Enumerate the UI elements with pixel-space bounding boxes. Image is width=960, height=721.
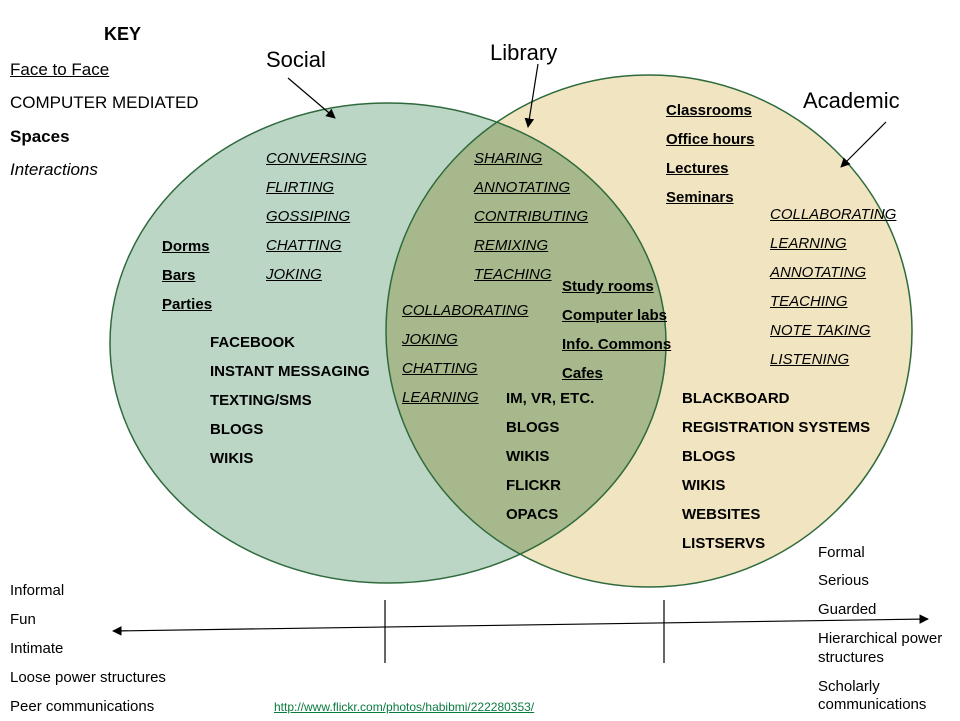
library-interaction-item: TEACHING xyxy=(474,266,552,283)
library-title: Library xyxy=(490,40,558,65)
library-interaction-item: LEARNING xyxy=(402,389,479,406)
library-space-item: Cafes xyxy=(562,365,603,382)
scale-left-item: Informal xyxy=(10,582,65,599)
social-interaction-item: CONVERSING xyxy=(266,150,367,167)
academic-interaction-item: NOTE TAKING xyxy=(770,322,871,339)
academic-interaction-item: COLLABORATING xyxy=(770,206,897,223)
academic-mediated-item: WEBSITES xyxy=(682,506,761,523)
academic-mediated-item: WIKIS xyxy=(682,477,726,494)
key-interactions: Interactions xyxy=(10,160,98,179)
social-space-item: Bars xyxy=(162,267,196,284)
scale-right-item-cont: communications xyxy=(818,696,927,713)
scale-right-item: Scholarly xyxy=(818,678,880,695)
library-interaction-item: ANNOTATING xyxy=(474,179,571,196)
scale-right-item: Guarded xyxy=(818,601,877,618)
social-arrow xyxy=(287,77,336,119)
library-space-item: Info. Commons xyxy=(562,336,672,353)
social-circle-outline xyxy=(109,102,667,584)
library-mediated-item: OPACS xyxy=(506,506,559,523)
key-face-to-face: Face to Face xyxy=(10,60,110,79)
academic-mediated-item: BLOGS xyxy=(682,448,736,465)
academic-mediated-item: BLACKBOARD xyxy=(682,390,790,407)
library-interaction-item: COLLABORATING xyxy=(402,302,529,319)
academic-interaction-item: TEACHING xyxy=(770,293,848,310)
social-interaction-item: JOKING xyxy=(266,266,322,283)
scale-right-item: Serious xyxy=(818,572,869,589)
social-interactions: CONVERSING FLIRTING GOSSIPING CHATTING J… xyxy=(266,144,367,289)
scale-left-item: Intimate xyxy=(10,640,64,657)
scale-right-item: Hierarchical power xyxy=(818,630,943,647)
social-mediated-item: INSTANT MESSAGING xyxy=(210,363,370,380)
academic-interaction-item: LEARNING xyxy=(770,235,847,252)
social-mediated: FACEBOOK INSTANT MESSAGING TEXTING/SMS B… xyxy=(210,328,370,473)
academic-interaction-item: LISTENING xyxy=(770,351,850,368)
social-interaction-item: CHATTING xyxy=(266,237,342,254)
library-interaction-item: REMIXING xyxy=(474,237,549,254)
library-interactions-top: SHARING ANNOTATING CONTRIBUTING REMIXING… xyxy=(474,144,588,289)
library-space-item: Computer labs xyxy=(562,307,668,324)
key-spaces: Spaces xyxy=(10,127,70,146)
scale-left-item: Loose power structures xyxy=(10,669,166,686)
academic-space-item: Classrooms xyxy=(666,102,752,119)
academic-mediated: BLACKBOARD REGISTRATION SYSTEMS BLOGS WI… xyxy=(682,384,870,558)
library-interaction-item: CONTRIBUTING xyxy=(474,208,589,225)
academic-mediated-item: LISTSERVS xyxy=(682,535,766,552)
academic-space-item: Office hours xyxy=(666,131,755,148)
academic-interactions: COLLABORATING LEARNING ANNOTATING TEACHI… xyxy=(770,200,896,374)
scale-right-item-cont: structures xyxy=(818,649,884,666)
library-mediated: IM, VR, ETC. BLOGS WIKIS FLICKR OPACS xyxy=(506,384,594,529)
library-mediated-item: BLOGS xyxy=(506,419,560,436)
social-spaces: Dorms Bars Parties xyxy=(162,232,212,319)
social-title: Social xyxy=(266,47,326,72)
scale-right-item: Formal xyxy=(818,544,865,561)
academic-spaces: Classrooms Office hours Lectures Seminar… xyxy=(666,96,754,212)
library-arrow xyxy=(524,63,539,128)
library-spaces: Study rooms Computer labs Info. Commons … xyxy=(562,272,671,388)
social-interaction-item: GOSSIPING xyxy=(266,208,351,225)
academic-space-item: Lectures xyxy=(666,160,729,177)
social-mediated-item: FACEBOOK xyxy=(210,334,296,351)
library-mediated-item: FLICKR xyxy=(506,477,561,494)
source-link[interactable]: http://www.flickr.com/photos/habibmi/222… xyxy=(274,700,535,714)
library-interaction-item: JOKING xyxy=(402,331,458,348)
academic-title: Academic xyxy=(803,88,900,113)
social-mediated-item: BLOGS xyxy=(210,421,264,438)
library-interactions-left: COLLABORATING JOKING CHATTING LEARNING xyxy=(402,296,528,412)
scale-left-item: Fun xyxy=(10,611,36,628)
scale-left-item: Peer communications xyxy=(10,698,155,715)
library-interaction-item: CHATTING xyxy=(402,360,478,377)
scale-left-labels: Informal Fun Intimate Loose power struct… xyxy=(10,576,166,721)
library-interaction-item: SHARING xyxy=(474,150,543,167)
social-mediated-item: TEXTING/SMS xyxy=(210,392,312,409)
academic-circle-outline xyxy=(385,74,913,588)
key-computer-mediated: COMPUTER MEDIATED xyxy=(10,93,199,112)
academic-interaction-item: ANNOTATING xyxy=(770,264,867,281)
social-interaction-item: FLIRTING xyxy=(266,179,335,196)
social-space-item: Dorms xyxy=(162,238,210,255)
library-mediated-item: WIKIS xyxy=(506,448,550,465)
social-space-item: Parties xyxy=(162,296,213,313)
library-overlap-region xyxy=(386,103,666,583)
key-title: KEY xyxy=(104,24,142,44)
academic-space-item: Seminars xyxy=(666,189,734,206)
social-mediated-item: WIKIS xyxy=(210,450,254,467)
spectrum-arrow xyxy=(112,614,929,636)
library-space-item: Study rooms xyxy=(562,278,654,295)
library-mediated-item: IM, VR, ETC. xyxy=(506,390,595,407)
academic-arrow xyxy=(840,121,887,168)
academic-mediated-item: REGISTRATION SYSTEMS xyxy=(682,419,871,436)
